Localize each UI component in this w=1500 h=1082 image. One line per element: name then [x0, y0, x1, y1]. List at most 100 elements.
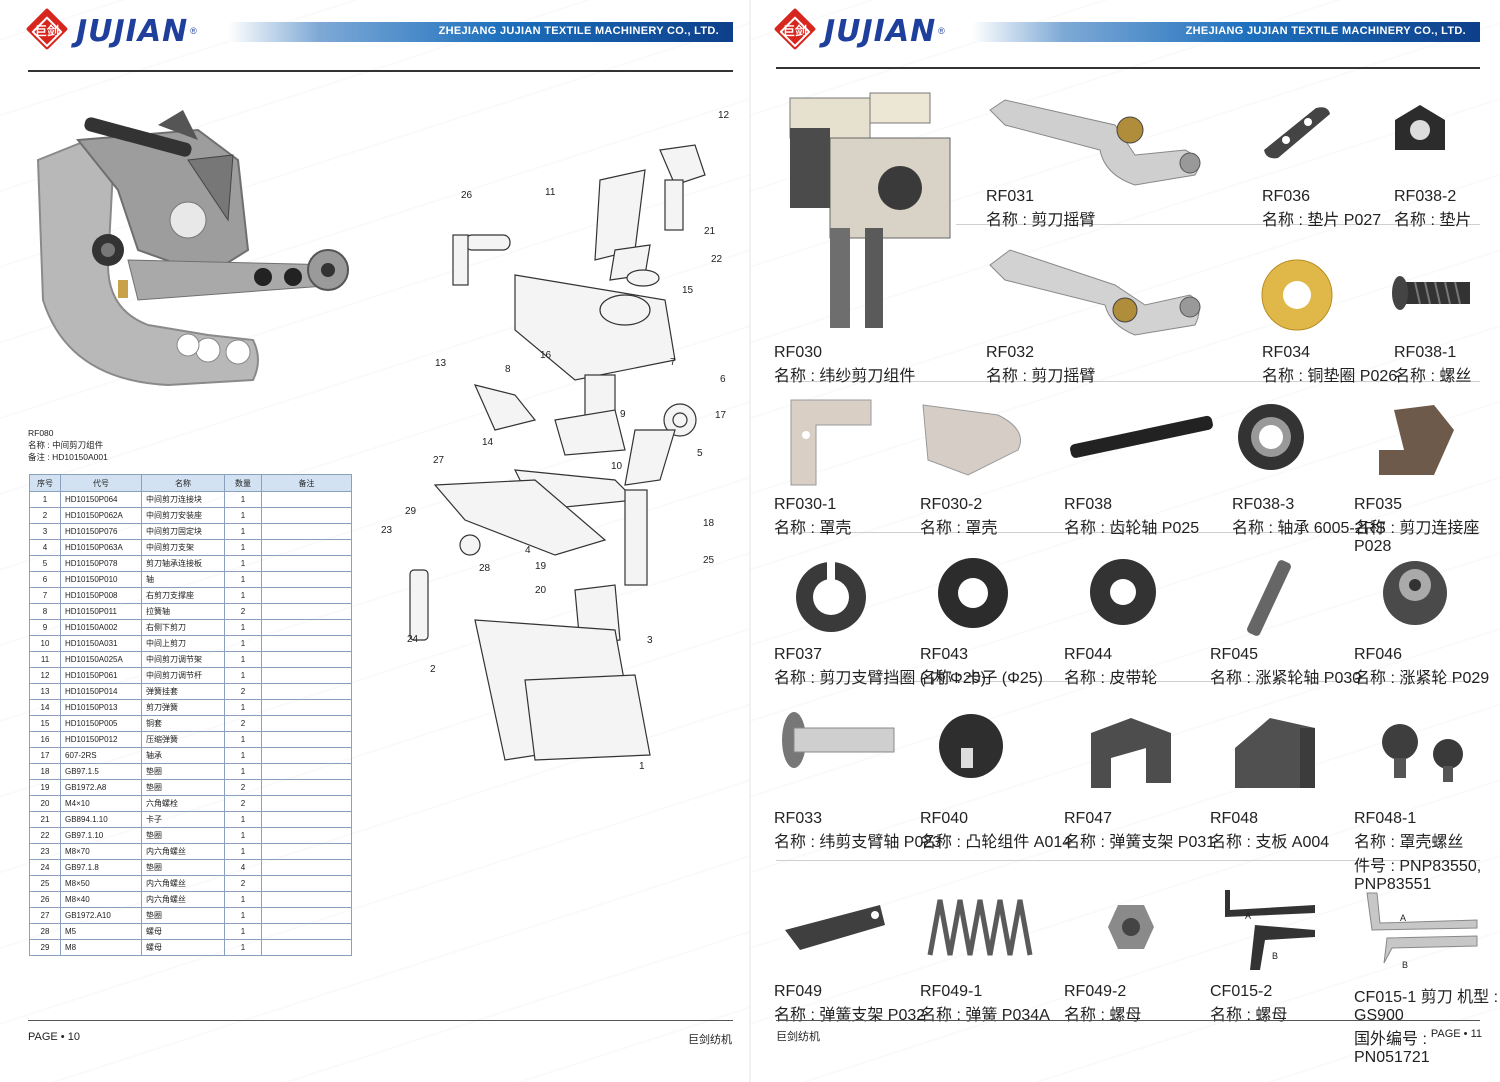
callout-number: 28	[479, 563, 491, 574]
table-cell: 垫圈	[141, 907, 225, 924]
callout-number: 16	[540, 350, 552, 361]
table-cell: 27	[29, 907, 61, 924]
table-cell: 拉簧轴	[141, 603, 225, 620]
table-cell: 2	[29, 507, 61, 524]
table-cell: HD10150P014	[60, 683, 142, 700]
item-name: 名称 : 支板 A004	[1210, 834, 1330, 851]
table-cell	[261, 843, 352, 860]
table-cell	[261, 651, 352, 668]
table-cell: 13	[29, 683, 61, 700]
page-header: ZHEJIANG JUJIAN TEXTILE MACHINERY CO., L…	[25, 7, 733, 52]
rf046-photo	[1383, 561, 1447, 625]
callout-number: 22	[711, 254, 723, 265]
rf080-photo	[36, 110, 349, 387]
table-cell: 18	[29, 763, 61, 780]
table-cell: 1	[224, 827, 262, 844]
table-cell: 22	[29, 827, 61, 844]
header-rule	[776, 67, 1480, 69]
item-code: CF015-1 剪刀 机型 : GS900	[1354, 989, 1499, 1024]
registered-mark: ®	[190, 26, 197, 36]
header-cell: 名称	[141, 474, 225, 492]
table-cell: 5	[29, 555, 61, 572]
table-cell	[261, 795, 352, 812]
callout-number: 12	[718, 110, 730, 121]
table-cell: 2	[224, 603, 262, 620]
table-cell: 六角螺栓	[141, 795, 225, 812]
rf044-photo	[1090, 559, 1156, 625]
row-separator	[776, 860, 1480, 861]
table-cell: 垫圈	[141, 779, 225, 796]
cf015-1-photo: A B	[1366, 892, 1478, 970]
table-cell: 6	[29, 571, 61, 588]
table-cell: 中间剪刀固定块	[141, 523, 225, 540]
callout-number: 9	[620, 409, 626, 420]
table-cell: 12	[29, 667, 61, 684]
table-cell: M5	[60, 923, 142, 940]
table-cell: 16	[29, 731, 61, 748]
table-cell: 28	[29, 923, 61, 940]
table-cell: 7	[29, 587, 61, 604]
item-code: RF037	[774, 646, 823, 663]
table-cell: 8	[29, 603, 61, 620]
blade-label-a: A	[1245, 911, 1251, 921]
item-name: 国外编号 : PN051721	[1354, 1031, 1430, 1066]
item-code: RF040	[920, 810, 969, 827]
table-cell: 螺母	[141, 923, 225, 940]
callout-number: 21	[704, 226, 716, 237]
item-code: RF043	[920, 646, 969, 663]
brand-logo: 巨剑 JUJIAN®	[25, 7, 197, 51]
item-code: RF030	[774, 344, 823, 361]
table-cell: GB894.1.10	[60, 811, 142, 828]
table-cell: 垫圈	[141, 859, 225, 876]
rf080-note: 备注 : HD10150A001	[28, 452, 108, 462]
table-cell: 轴承	[141, 747, 225, 764]
table-cell	[261, 779, 352, 796]
catalog-page-right: ZHEJIANG JUJIAN TEXTILE MACHINERY CO., L…	[750, 0, 1500, 1082]
item-code: RF031	[986, 188, 1035, 205]
table-cell: 1	[224, 747, 262, 764]
callout-number: 20	[535, 585, 547, 596]
item-name: 名称 : 罩壳	[920, 520, 998, 537]
rf049-2-photo	[1108, 905, 1154, 949]
table-cell: 中间剪刀调节杆	[141, 667, 225, 684]
rf049-1-photo	[927, 899, 1033, 956]
table-cell: GB97.1.5	[60, 763, 142, 780]
rf040-photo	[939, 714, 1003, 778]
item-name: 名称 : 螺丝	[1394, 368, 1472, 385]
rf045-photo	[1247, 560, 1291, 636]
table-cell: 21	[29, 811, 61, 828]
table-cell: 2	[224, 795, 262, 812]
company-name: ZHEJIANG JUJIAN TEXTILE MACHINERY CO., L…	[438, 25, 719, 37]
table-cell: 垫圈	[141, 763, 225, 780]
table-cell: 中间剪刀安装座	[141, 507, 225, 524]
table-cell	[261, 811, 352, 828]
callout-number: 15	[682, 285, 694, 296]
item-code: RF032	[986, 344, 1035, 361]
item-name: 名称 : 剪刀摇臂	[986, 368, 1096, 385]
registered-mark: ®	[938, 26, 945, 36]
table-cell: 1	[224, 923, 262, 940]
item-name: 名称 : 螺母	[1210, 1007, 1288, 1024]
table-cell: 铜套	[141, 715, 225, 732]
item-name: 名称 : 剪刀连接座 P028	[1354, 520, 1480, 555]
table-cell	[261, 827, 352, 844]
item-name: 名称 : 罩壳螺丝	[1354, 834, 1464, 851]
